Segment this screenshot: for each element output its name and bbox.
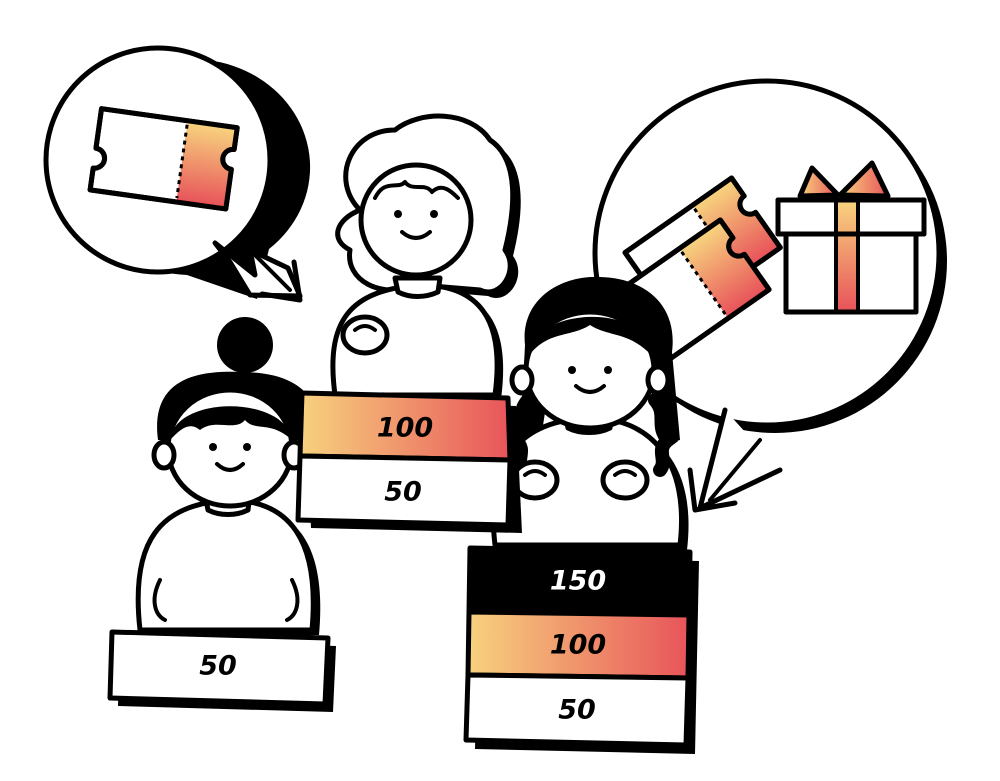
middle-child (330, 113, 521, 399)
podium-block-white: 50 (107, 629, 331, 707)
podium-label: 50 (199, 651, 237, 682)
arrow-icon (244, 244, 303, 303)
podium-block-gradient: 100 (297, 390, 513, 463)
podium-label: 100 (550, 630, 606, 661)
podium-label: 50 (384, 477, 422, 508)
podium-block-black: 150 (466, 545, 693, 618)
middle-podium: 100 50 (295, 390, 522, 533)
podium-block-gradient: 100 (465, 609, 692, 681)
right-podium: 150 100 50 (463, 545, 699, 754)
ticket-icon (87, 106, 240, 212)
right-child (490, 276, 689, 550)
ticket-bubble-left (43, 45, 311, 303)
left-child (135, 317, 321, 635)
left-podium: 50 (107, 629, 336, 712)
podium-block-white: 50 (463, 672, 691, 748)
podium-label: 50 (558, 695, 596, 726)
arrow-icon (687, 438, 762, 513)
gift-bubble-right (592, 78, 947, 513)
podium-block-white: 50 (295, 453, 513, 528)
podium-label: 100 (377, 413, 433, 444)
podium-label: 150 (550, 566, 606, 597)
gift-icon (775, 160, 927, 315)
